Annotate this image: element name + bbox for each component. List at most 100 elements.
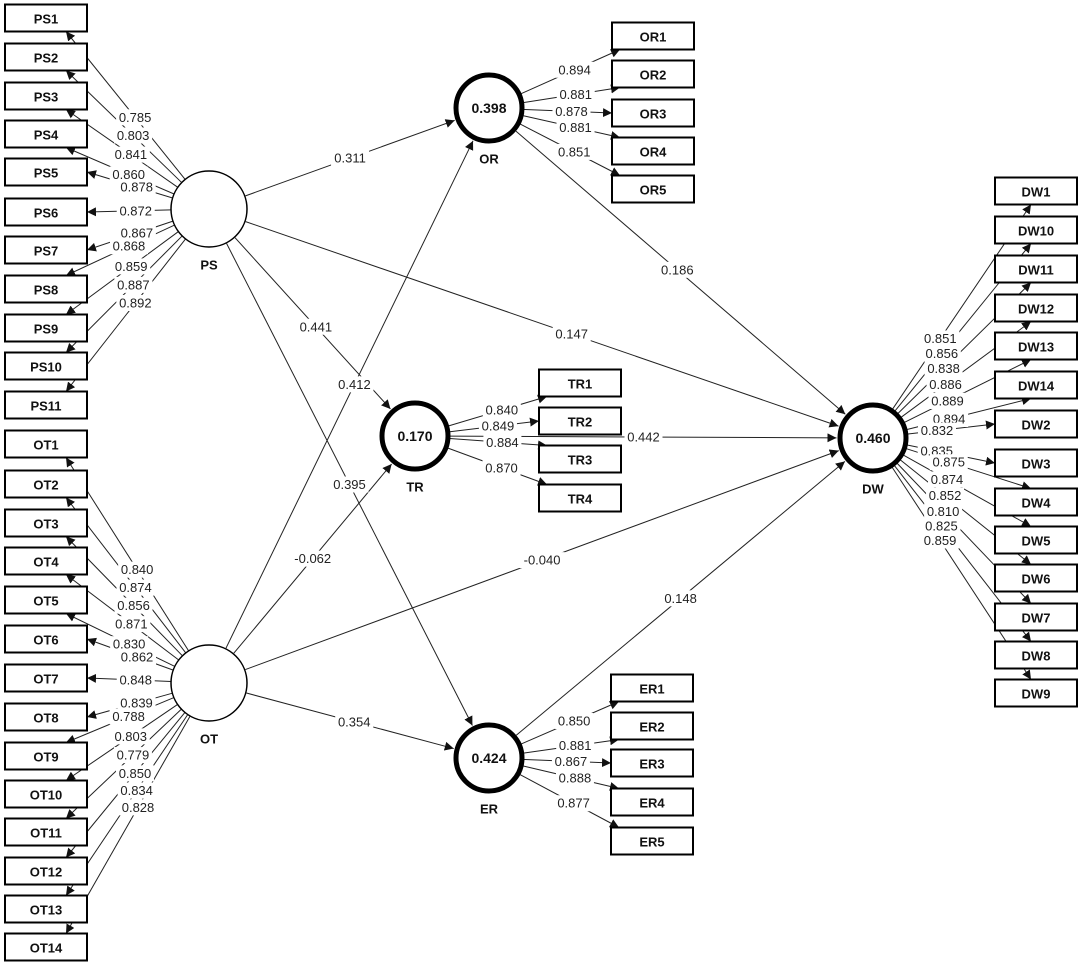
indicator-DW8[interactable]: DW8 (994, 640, 1078, 670)
indicator-PS10[interactable]: PS10 (4, 351, 88, 381)
indicator-label: DW8 (1022, 649, 1051, 664)
latent-name: OT (200, 732, 218, 747)
indicator-OT3[interactable]: OT3 (4, 508, 88, 538)
indicator-OT9[interactable]: OT9 (4, 741, 88, 771)
indicator-box (994, 176, 1078, 206)
indicator-OT13[interactable]: OT13 (4, 894, 88, 924)
indicator-DW4[interactable]: DW4 (994, 487, 1078, 517)
latent-circle (453, 72, 525, 144)
indicator-DW10[interactable]: DW10 (994, 215, 1078, 245)
indicator-label: PS5 (34, 166, 59, 181)
indicator-OT1[interactable]: OT1 (4, 429, 88, 459)
path-coef-PS-OR-bg (331, 150, 370, 167)
loading-label-DW13: 0.889 (931, 393, 964, 408)
loading-label-PS11: 0.892 (119, 295, 152, 310)
indicator-DW13[interactable]: DW13 (994, 331, 1078, 361)
indicator-PS9[interactable]: PS9 (4, 313, 88, 343)
indicator-label: PS9 (34, 322, 59, 337)
indicator-ER2[interactable]: ER2 (610, 711, 694, 741)
indicator-OT6[interactable]: OT6 (4, 624, 88, 654)
path-coef-TR-DW: 0.442 (627, 429, 660, 444)
loading-label-OT10-group: 0.803 (111, 728, 150, 745)
indicator-DW1[interactable]: DW1 (994, 176, 1078, 206)
indicator-DW2[interactable]: DW2 (994, 409, 1078, 439)
indicator-ER3[interactable]: ER3 (610, 748, 694, 778)
indicator-DW11[interactable]: DW11 (994, 254, 1078, 284)
indicator-TR4[interactable]: TR4 (538, 483, 622, 513)
loading-label-PS2: 0.803 (117, 128, 150, 143)
indicator-OT4[interactable]: OT4 (4, 546, 88, 576)
indicator-OT7[interactable]: OT7 (4, 663, 88, 693)
indicator-label: DW1 (1022, 185, 1051, 200)
indicator-OT11[interactable]: OT11 (4, 817, 88, 847)
indicator-OR2[interactable]: OR2 (611, 59, 695, 89)
loading-label-PS11-bg (116, 294, 155, 311)
indicator-PS4[interactable]: PS4 (4, 119, 88, 149)
latent-ot[interactable]: OT (170, 644, 248, 747)
indicator-OR4[interactable]: OR4 (611, 136, 695, 166)
indicator-PS2[interactable]: PS2 (4, 42, 88, 72)
indicator-ER1[interactable]: ER1 (610, 673, 694, 703)
indicator-ER4[interactable]: ER4 (610, 787, 694, 817)
indicator-OT10[interactable]: OT10 (4, 779, 88, 809)
indicator-box (994, 448, 1078, 478)
indicator-box (610, 711, 694, 741)
loading-label-OT8-group: 0.839 (117, 695, 156, 712)
indicator-OT14[interactable]: OT14 (4, 932, 88, 962)
indicator-OT8[interactable]: OT8 (4, 702, 88, 732)
indicator-PS5[interactable]: PS5 (4, 157, 88, 187)
indicator-label: DW12 (1018, 302, 1054, 317)
path-coef-PS-DW-bg (552, 326, 591, 343)
path-coef-OT-OR-group: 0.412 (335, 376, 374, 393)
indicator-ER5[interactable]: ER5 (610, 826, 694, 856)
indicator-DW9[interactable]: DW9 (994, 678, 1078, 708)
loading-label-ER5-group: 0.877 (554, 795, 593, 812)
indicator-DW6[interactable]: DW6 (994, 563, 1078, 593)
indicator-box (994, 331, 1078, 361)
indicator-PS7[interactable]: PS7 (4, 235, 88, 265)
loading-label-DW7: 0.810 (927, 504, 960, 519)
indicator-DW14[interactable]: DW14 (994, 370, 1078, 400)
indicator-PS8[interactable]: PS8 (4, 274, 88, 304)
indicator-PS6[interactable]: PS6 (4, 197, 88, 227)
loading-label-TR1: 0.840 (486, 403, 519, 418)
indicator-label: OT6 (33, 633, 58, 648)
indicator-box (538, 406, 622, 436)
indicator-TR3[interactable]: TR3 (538, 444, 622, 474)
indicator-OT12[interactable]: OT12 (4, 856, 88, 886)
indicator-TR2[interactable]: TR2 (538, 406, 622, 436)
loading-label-TR2: 0.849 (482, 418, 515, 433)
indicator-DW5[interactable]: DW5 (994, 525, 1078, 555)
path-coef-PS-ER-group: 0.395 (330, 476, 369, 493)
indicator-label: OT8 (33, 711, 58, 726)
indicator-OR5[interactable]: OR5 (611, 174, 695, 204)
indicator-PS1[interactable]: PS1 (4, 3, 88, 33)
indicator-DW12[interactable]: DW12 (994, 293, 1078, 323)
indicator-OR1[interactable]: OR1 (611, 21, 695, 51)
loading-label-OR4-group: 0.881 (556, 119, 595, 136)
loading-label-ER4: 0.888 (559, 771, 592, 786)
indicator-DW3[interactable]: DW3 (994, 448, 1078, 478)
indicator-OT5[interactable]: OT5 (4, 585, 88, 615)
indicator-PS3[interactable]: PS3 (4, 81, 88, 111)
loading-label-PS9: 0.859 (115, 259, 148, 274)
indicator-box (4, 932, 88, 962)
indicator-label: DW11 (1018, 263, 1053, 278)
loading-label-PS5: 0.878 (120, 180, 153, 195)
loading-label-DW4-group: 0.875 (929, 454, 968, 471)
indicator-PS11[interactable]: PS11 (4, 390, 88, 420)
loading-label-OT7-group: 0.848 (116, 671, 155, 688)
latent-ps[interactable]: PS (170, 170, 248, 273)
indicator-TR1[interactable]: TR1 (538, 368, 622, 398)
indicator-OT2[interactable]: OT2 (4, 469, 88, 499)
path-coef-OT-TR-bg (290, 550, 336, 567)
loading-label-DW6: 0.852 (929, 488, 962, 503)
indicator-DW7[interactable]: DW7 (994, 602, 1078, 632)
indicator-OR3[interactable]: OR3 (611, 98, 695, 128)
indicator-box (4, 42, 88, 72)
loading-label-OT14-bg (119, 799, 158, 816)
